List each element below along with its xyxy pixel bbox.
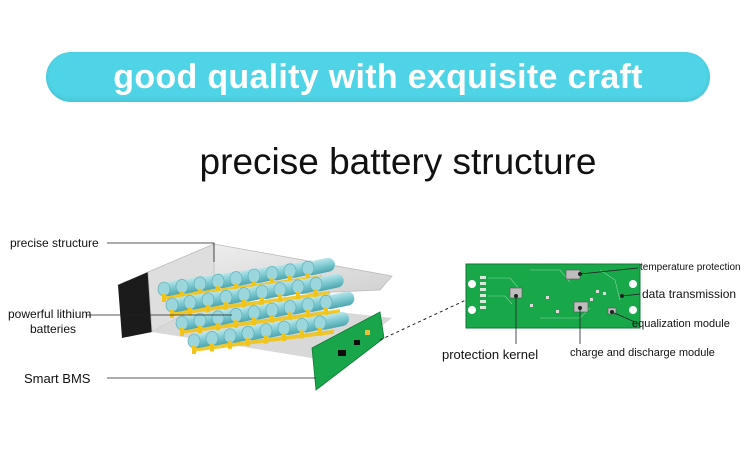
pack-leader-lines (86, 242, 316, 379)
pcb-traces (488, 269, 621, 319)
section-subtitle: precise battery structure (199, 141, 597, 182)
label-smart-bms: Smart BMS (24, 371, 91, 386)
battery-cell (313, 311, 350, 336)
label-temperature-protection: temperature protection (640, 262, 741, 273)
leader-structure (107, 242, 215, 262)
pcb-hole (468, 306, 476, 314)
leader-equalization (611, 311, 636, 323)
title-banner: good quality with exquisite craft (46, 52, 710, 102)
leader-data (621, 293, 641, 297)
pcb-hole (468, 280, 476, 288)
battery-cell (309, 273, 344, 298)
label-lithium-line2: batteries (30, 322, 77, 336)
battery-cell (319, 291, 355, 316)
bms-board (311, 311, 385, 391)
bms-chip (338, 350, 346, 356)
pcb-enlarged (465, 263, 641, 329)
pcb-hole (629, 280, 637, 288)
pack-end-cap (118, 272, 152, 338)
label-data-transmission: data transmission (642, 287, 737, 301)
temperature-chip (565, 269, 581, 280)
banner-title: good quality with exquisite craft (113, 57, 643, 96)
label-equalization-module: equalization module (632, 318, 730, 330)
pcb-components (530, 290, 606, 313)
pcb-pads (480, 276, 486, 309)
zoom-connector (379, 299, 467, 341)
pcb-leader-lines (514, 267, 641, 344)
nickel-tab-strip (192, 329, 334, 352)
leader-temperature (579, 267, 639, 275)
label-charge-discharge: charge and discharge module (570, 347, 715, 359)
bms-chip-2 (354, 340, 360, 345)
battery-cell (301, 257, 335, 282)
label-lithium-line1: powerful lithium (8, 307, 92, 321)
label-precise-structure: precise structure (10, 236, 99, 250)
pcb-hole (629, 306, 637, 314)
bms-connector (365, 330, 370, 335)
battery-cells (157, 257, 355, 354)
label-protection-kernel: protection kernel (442, 347, 539, 362)
